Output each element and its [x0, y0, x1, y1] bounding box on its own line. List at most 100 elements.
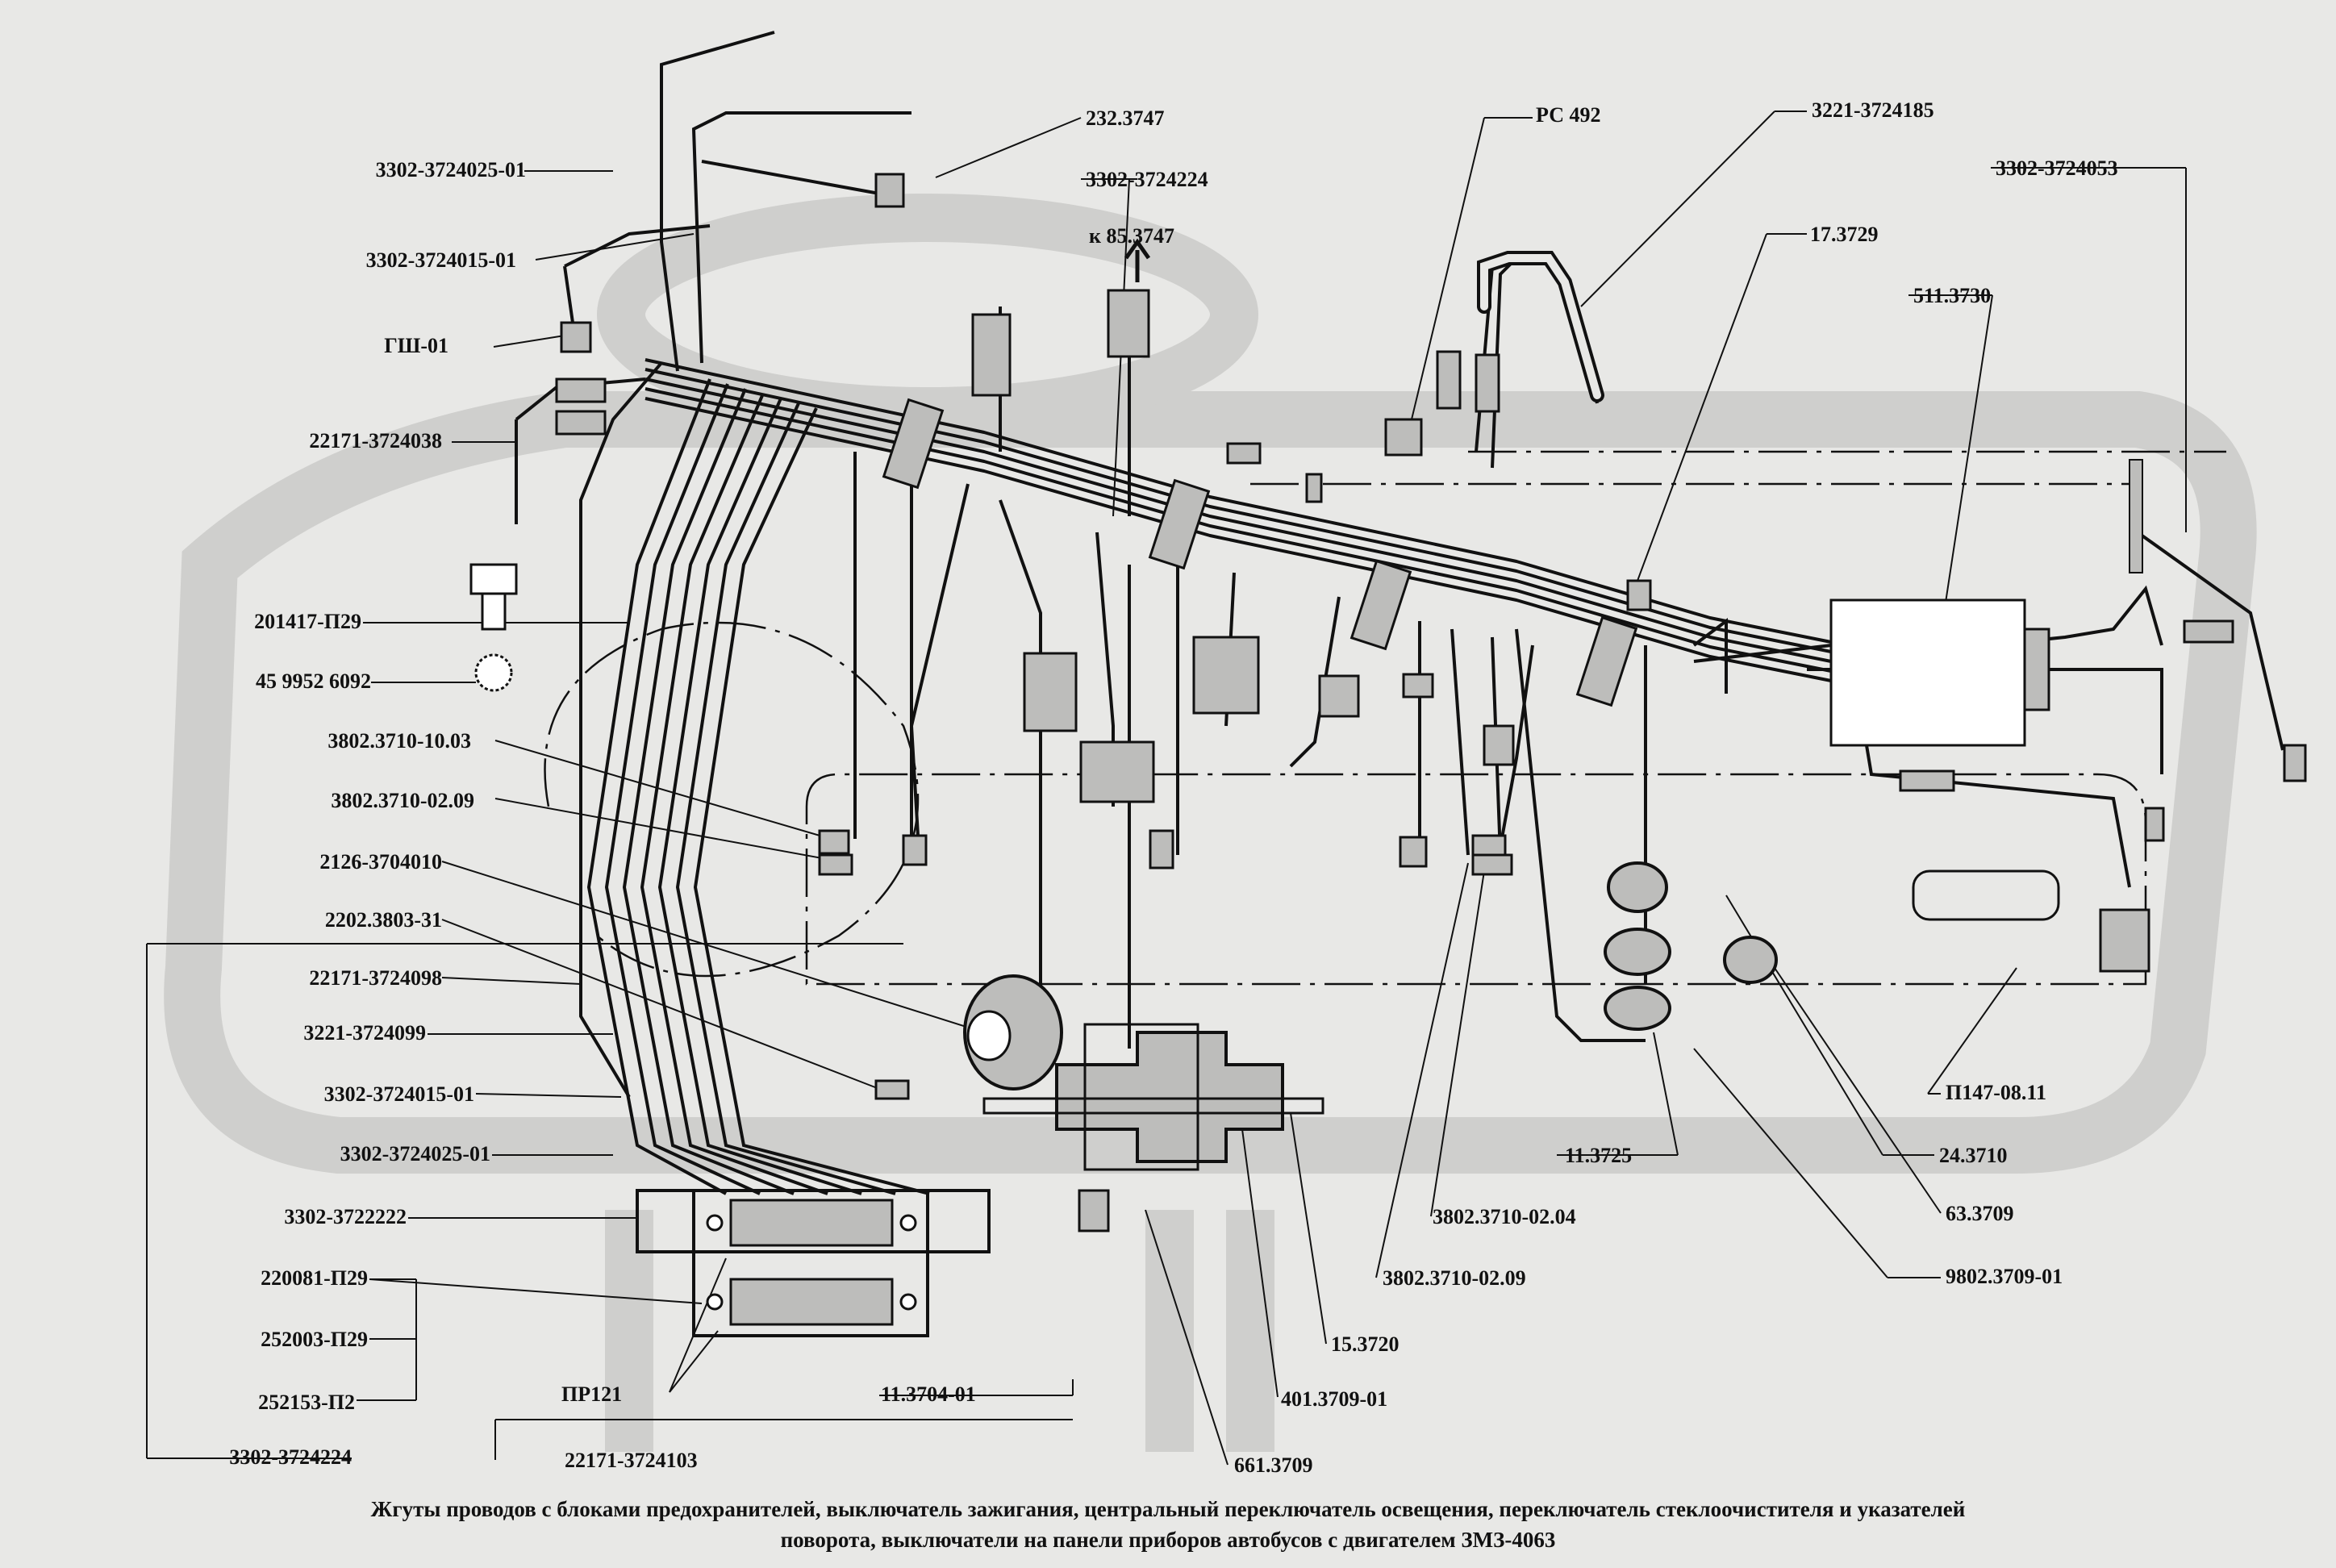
left-outer-wire	[579, 361, 663, 1099]
ignition-frame	[1083, 1023, 1199, 1171]
label-3802-3710-02-09-bottom: 3802.3710-02.09	[1383, 1266, 1526, 1290]
leader-lines	[146, 111, 2187, 1466]
left-bundle-wire-3	[622, 388, 795, 1195]
leader-line-48	[1653, 1032, 1679, 1156]
label-220081-p29: 220081-П29	[261, 1266, 368, 1290]
label-511-3730: 511.3730	[1913, 284, 1992, 307]
label-45-9952-6092: 45 9952 6092	[256, 669, 371, 693]
label-9802-3709-01: 9802.3709-01	[1946, 1265, 2063, 1288]
label-252003-p29: 252003-П29	[261, 1328, 368, 1351]
relay-511-3730	[1829, 598, 2026, 747]
connector-16	[2183, 619, 2234, 644]
branch-wire-8	[1289, 596, 1341, 768]
branch-wire-10	[1450, 628, 1470, 856]
riser-wire-4	[563, 224, 711, 323]
harness-clamp-2	[1148, 478, 1211, 570]
leader-line-53	[1375, 862, 1469, 1278]
leader-line-44	[1927, 967, 2017, 1095]
figure-caption: Жгуты проводов с блоками предохранителей…	[0, 1494, 2336, 1555]
label-3302-3724224-bottom: 3302-3724224	[229, 1445, 352, 1469]
connector-17	[1899, 769, 1955, 792]
connector-21	[1149, 829, 1174, 869]
components	[469, 173, 2307, 1337]
leader-line-9	[441, 861, 985, 1033]
right-wire-3	[1515, 628, 1646, 1042]
connector-25	[1078, 1189, 1110, 1232]
leader-line-40	[1637, 233, 1767, 582]
label-24-3710: 24.3710	[1939, 1144, 2008, 1167]
label-201417-p29: 201417-П29	[254, 610, 361, 633]
label-3302-3724224-top: 3302-3724224	[1086, 168, 1208, 191]
riser-wire-3	[701, 160, 880, 195]
label-22171-3724038: 22171-3724038	[309, 429, 442, 452]
relay-511-plug	[2023, 628, 2050, 711]
connector-6	[1107, 289, 1150, 358]
dash-slot-right	[1912, 869, 2060, 921]
label-3221-3724185: 3221-3724185	[1812, 98, 1934, 122]
left-bundle-wire-4	[640, 393, 828, 1195]
connector-26	[1226, 442, 1262, 465]
leader-line-22	[669, 1257, 727, 1393]
watermark-logo	[164, 194, 2257, 1452]
connector-1	[555, 377, 607, 403]
connector-27	[1305, 473, 1323, 503]
bolt-head	[469, 563, 518, 595]
label-3302-3724015-01-bottom: 3302-3724015-01	[323, 1082, 474, 1106]
label-63-3709: 63.3709	[1946, 1202, 2014, 1225]
connector-22	[818, 829, 850, 855]
fuse-screw-3	[706, 1293, 724, 1311]
leader-line-2	[535, 233, 695, 261]
label-3802-3710-02-04: 3802.3710-02.04	[1433, 1205, 1576, 1228]
ignition-switch	[1055, 1031, 1284, 1163]
connector-5	[971, 313, 1012, 397]
switch-block-401	[1192, 636, 1260, 715]
connector-14	[1471, 853, 1513, 876]
connector-3	[560, 321, 592, 353]
left-bundle-wire-2	[604, 383, 761, 1195]
label-3802-3710-02-09-left: 3802.3710-02.09	[331, 789, 474, 812]
label-22171-3724098: 22171-3724098	[309, 966, 442, 990]
fuse-box-body	[692, 1189, 929, 1337]
connector-10	[1402, 673, 1434, 699]
arrow-up-icon	[1124, 238, 1151, 282]
connector-7	[1384, 418, 1423, 457]
label-17-3729: 17.3729	[1810, 223, 1879, 246]
left-bundle-wire-7	[693, 407, 930, 1195]
connector-15	[1626, 579, 1652, 611]
label-3302-3722222: 3302-3722222	[284, 1205, 407, 1228]
leader-line-13	[475, 1093, 622, 1098]
label-gsh-01: ГШ-01	[384, 334, 448, 357]
connector-12	[1399, 836, 1428, 868]
leader-line-8	[494, 798, 832, 861]
relay-2202-face	[966, 1010, 1012, 1061]
connector-2	[555, 410, 607, 436]
label-k-85-3747: к 85.3747	[1089, 224, 1174, 248]
leader-line-11	[441, 977, 582, 985]
dash-outline-main	[805, 773, 2147, 986]
label-3302-3724025-01-bottom: 3302-3724025-01	[340, 1142, 490, 1166]
connector-19	[2283, 744, 2307, 782]
connector-p147	[2099, 908, 2150, 973]
leader-line-49	[1774, 967, 1942, 1214]
harness-clamp-1	[882, 398, 945, 490]
watermark-lower	[605, 1210, 1274, 1452]
caption-line-2: поворота, выключатели на панели приборов…	[780, 1528, 1556, 1552]
connector-4	[874, 173, 905, 208]
leader-line-7	[494, 740, 832, 840]
label-3302-3724025-01-top: 3302-3724025-01	[375, 158, 526, 181]
label-3802-3710-10-03: 3802.3710-10.03	[327, 729, 471, 753]
connector-9	[1475, 353, 1500, 413]
label-3302-3724053: 3302-3724053	[1996, 156, 2118, 180]
leader-line-16	[369, 1278, 703, 1304]
label-pr121: ПР121	[561, 1382, 623, 1406]
fuse-screw-1	[706, 1214, 724, 1232]
leader-line-30	[935, 117, 1082, 178]
label-661-3709: 661.3709	[1234, 1453, 1313, 1477]
connector-18	[2144, 807, 2165, 842]
label-232-3747: 232.3747	[1086, 106, 1165, 130]
connector-8	[1436, 350, 1462, 410]
washer	[474, 653, 513, 692]
leader-line-46	[1725, 895, 1883, 1156]
